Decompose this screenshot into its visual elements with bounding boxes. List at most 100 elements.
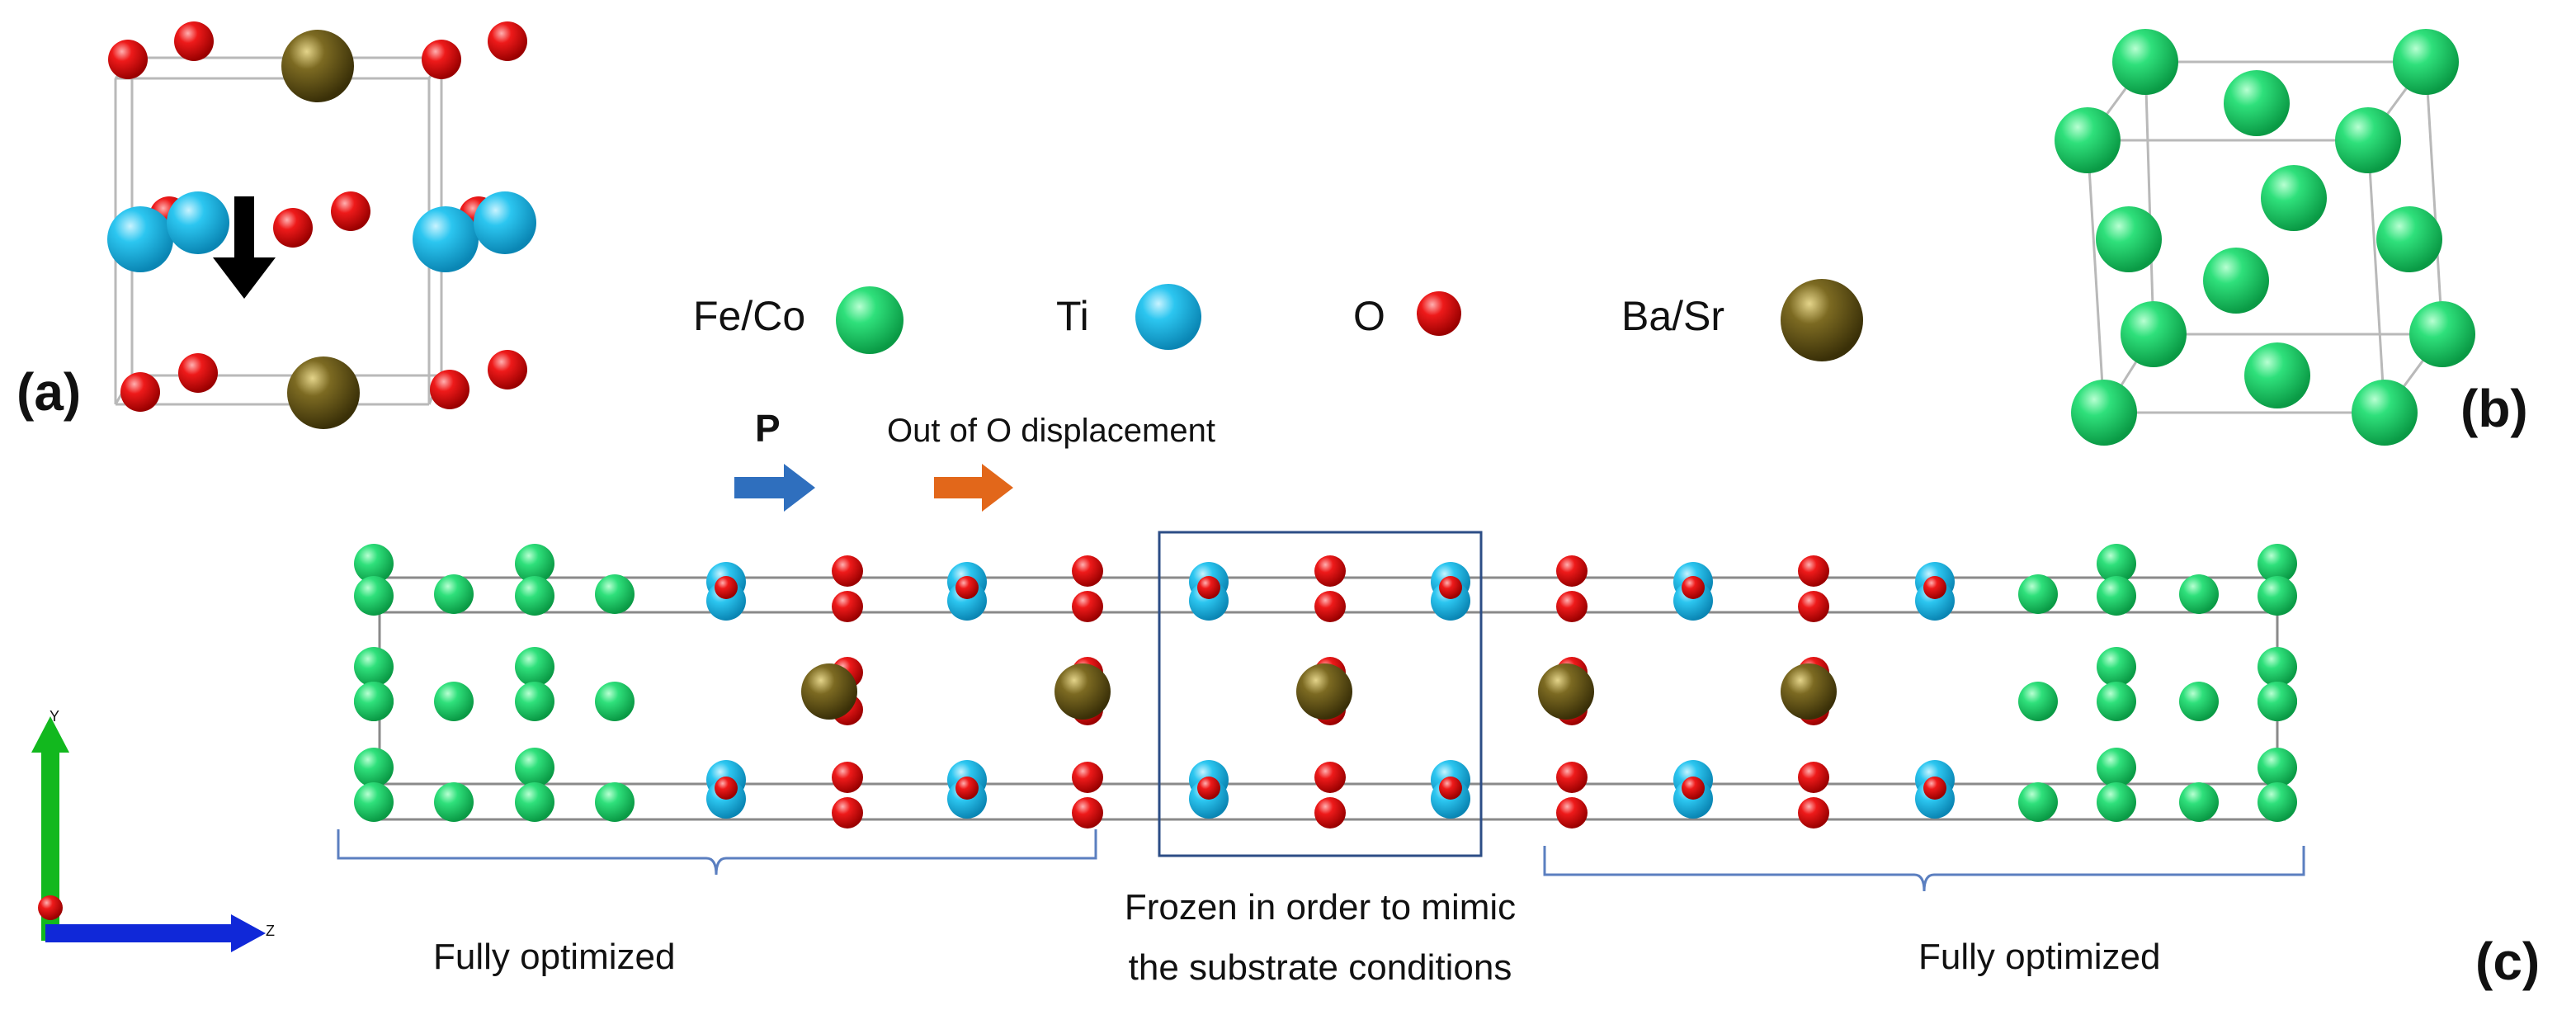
fe-co-atom xyxy=(515,576,554,616)
fe-co-atom xyxy=(2258,682,2297,721)
oxygen-atom xyxy=(1314,797,1346,829)
fe-co-atom xyxy=(2179,782,2219,822)
fe-co-atom xyxy=(515,748,554,787)
oxygen-atom xyxy=(331,191,370,231)
polarization-arrow xyxy=(734,464,815,512)
oxygen-atom xyxy=(422,40,461,79)
oxygen-atom xyxy=(1798,797,1829,829)
oxygen-atom xyxy=(832,555,863,587)
oxygen-atom xyxy=(832,762,863,793)
titanium-atom xyxy=(474,191,536,254)
fe-co-atom xyxy=(2179,682,2219,721)
fe-co-atom xyxy=(515,647,554,687)
ba-sr-atom xyxy=(281,30,354,102)
oxygen-atom xyxy=(1197,576,1220,599)
oxygen-atom xyxy=(1556,797,1588,829)
fe-co-atom xyxy=(595,782,635,822)
oxygen-atom xyxy=(955,576,979,599)
legend-o-atom xyxy=(1417,291,1461,336)
oxygen-atom xyxy=(488,350,527,389)
ba-sr-atom xyxy=(1054,663,1111,720)
oxygen-atom xyxy=(832,797,863,829)
fe-co-atom xyxy=(515,544,554,583)
displacement-arrow xyxy=(213,196,276,299)
oxygen-atom xyxy=(273,208,313,248)
o-displacement-arrow xyxy=(934,464,1013,512)
center-region-label-line1: Frozen in order to mimic xyxy=(1124,887,1517,928)
oxygen-atom xyxy=(1197,777,1220,800)
legend-fe-co-atom xyxy=(836,286,903,354)
right-region-bracket xyxy=(1543,846,2305,892)
titanium-atom xyxy=(107,206,173,272)
oxygen-atom xyxy=(1072,555,1103,587)
right-region-label: Fully optimized xyxy=(1918,937,2161,977)
legend-ba-sr-label: Ba/Sr xyxy=(1621,293,1725,339)
fe-co-atom xyxy=(515,782,554,822)
oxygen-atom xyxy=(174,21,214,61)
panel-b-label: (b) xyxy=(2460,379,2528,438)
fe-co-atoms xyxy=(2055,29,2475,446)
oxygen-atom xyxy=(430,370,469,409)
oxygen-atom xyxy=(1682,777,1705,800)
panel-c-label: (c) xyxy=(2475,932,2541,991)
fe-co-atom xyxy=(2018,682,2058,721)
oxygen-atom xyxy=(1072,591,1103,622)
fe-co-atom xyxy=(595,574,635,614)
fe-co-atom xyxy=(354,748,394,787)
supercell-chain xyxy=(354,544,2297,829)
frozen-region-box xyxy=(1158,531,1483,857)
oxygen-atom xyxy=(1072,762,1103,793)
oxygen-atom xyxy=(1798,762,1829,793)
oxygen-atom xyxy=(1556,591,1588,622)
fe-co-atom xyxy=(2258,544,2297,583)
legend-o-label: O xyxy=(1353,293,1385,339)
oxygen-atom xyxy=(1314,591,1346,622)
fe-co-atom xyxy=(354,682,394,721)
oxygen-atom xyxy=(715,777,738,800)
oxygen-atom xyxy=(1798,591,1829,622)
oxygen-atom xyxy=(1439,576,1462,599)
axes-glyph xyxy=(31,716,266,952)
oxygen-atom xyxy=(108,40,148,79)
fe-co-atom xyxy=(354,647,394,687)
fe-co-atom xyxy=(2018,782,2058,822)
fe-co-atom xyxy=(2258,576,2297,616)
legend-atoms xyxy=(836,279,1863,361)
y-axis-label: Y xyxy=(50,708,60,725)
ba-sr-atom xyxy=(801,663,857,720)
fe-co-atom xyxy=(2179,574,2219,614)
fe-co-atom xyxy=(354,782,394,822)
titanium-atom xyxy=(167,191,229,254)
legend-fe-co-label: Fe/Co xyxy=(693,293,806,339)
o-displacement-label: Out of O displacement xyxy=(887,413,1215,449)
center-region-label-line2: the substrate conditions xyxy=(1128,947,1512,988)
oxygen-atom xyxy=(1556,555,1588,587)
fe-co-atom xyxy=(2258,748,2297,787)
oxygen-atom xyxy=(1682,576,1705,599)
fe-co-atom xyxy=(515,682,554,721)
oxygen-atom xyxy=(715,576,738,599)
oxygen-atom xyxy=(1314,555,1346,587)
fe-co-atom xyxy=(354,544,394,583)
oxygen-atom xyxy=(1923,777,1946,800)
ba-sr-atom xyxy=(1296,663,1352,720)
fe-co-atom xyxy=(434,574,474,614)
oxygen-atom xyxy=(488,21,527,61)
panel-a-label: (a) xyxy=(17,362,82,422)
oxygen-atom xyxy=(1923,576,1946,599)
fe-co-atom xyxy=(2097,544,2136,583)
fe-co-atom xyxy=(595,682,635,721)
fe-co-atom xyxy=(354,576,394,616)
oxygen-atom xyxy=(178,353,218,393)
polarization-label: P xyxy=(755,407,781,450)
titanium-atom xyxy=(413,206,479,272)
oxygen-atom xyxy=(120,372,160,412)
left-region-label: Fully optimized xyxy=(433,937,676,977)
panel-b-cell xyxy=(2055,29,2475,446)
left-region-bracket xyxy=(337,829,1097,876)
fe-co-atom xyxy=(434,782,474,822)
fe-co-atom xyxy=(2097,748,2136,787)
ba-sr-atom xyxy=(287,356,360,429)
oxygen-atom xyxy=(1556,762,1588,793)
